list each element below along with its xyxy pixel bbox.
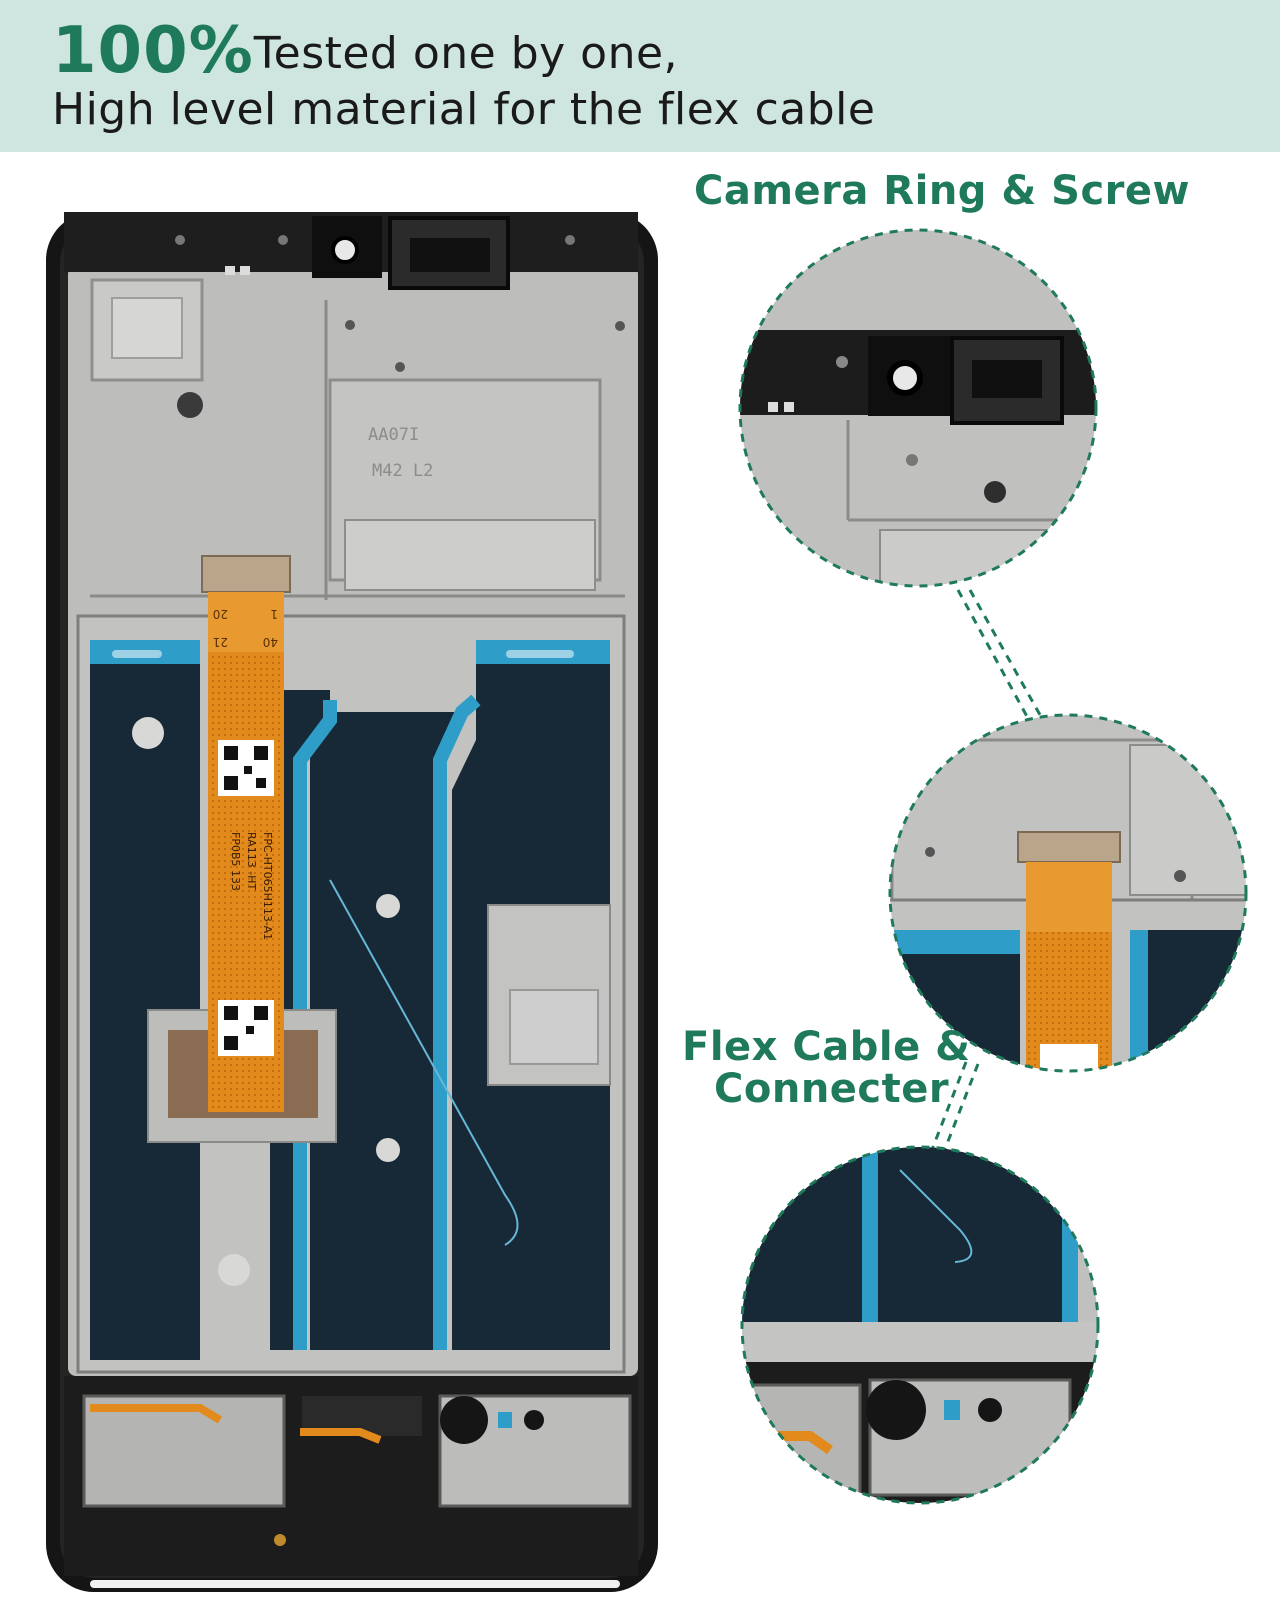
callout-connectors [926,589,1046,1163]
flex-part-1: FPC-HT065H113-A1 [261,832,274,940]
header-banner [0,0,1280,152]
callout-flex-cable-line-1: Flex Cable & [682,1024,971,1070]
callout-camera-ring: Camera Ring & Screw [694,168,1190,214]
headline-line-1-rest: Tested one by one, [253,28,679,79]
zoom-camera-ring [740,230,1096,586]
frame-stamp-2: M42 L2 [372,461,433,481]
headline-line-1: 100%Tested one by one, [52,14,678,88]
zoom-circle-1-border [738,228,1098,588]
qr-code-icon [224,1006,268,1050]
zoom-circle-3-border [740,1145,1100,1505]
flex-pin-40: 40 [263,635,278,649]
flex-pin-21: 21 [213,635,228,649]
flex-pin-20: 20 [213,607,228,621]
headline-highlight: 100% [52,14,254,88]
phone-frame: AA07I M42 L2 [46,212,658,1592]
qr-code-icon [224,746,268,790]
frame-stamp-1: AA07I [368,425,419,445]
callout-flex-cable-line-2: Connecter [714,1066,950,1112]
headline-line-2: High level material for the flex cable [52,84,876,135]
zoom-circle-2-border [888,713,1248,1073]
flex-part-3: FP0B5 133 [229,832,242,891]
flex-part-2: RA113 -HT [245,832,258,890]
flex-pin-1: 1 [270,607,278,621]
